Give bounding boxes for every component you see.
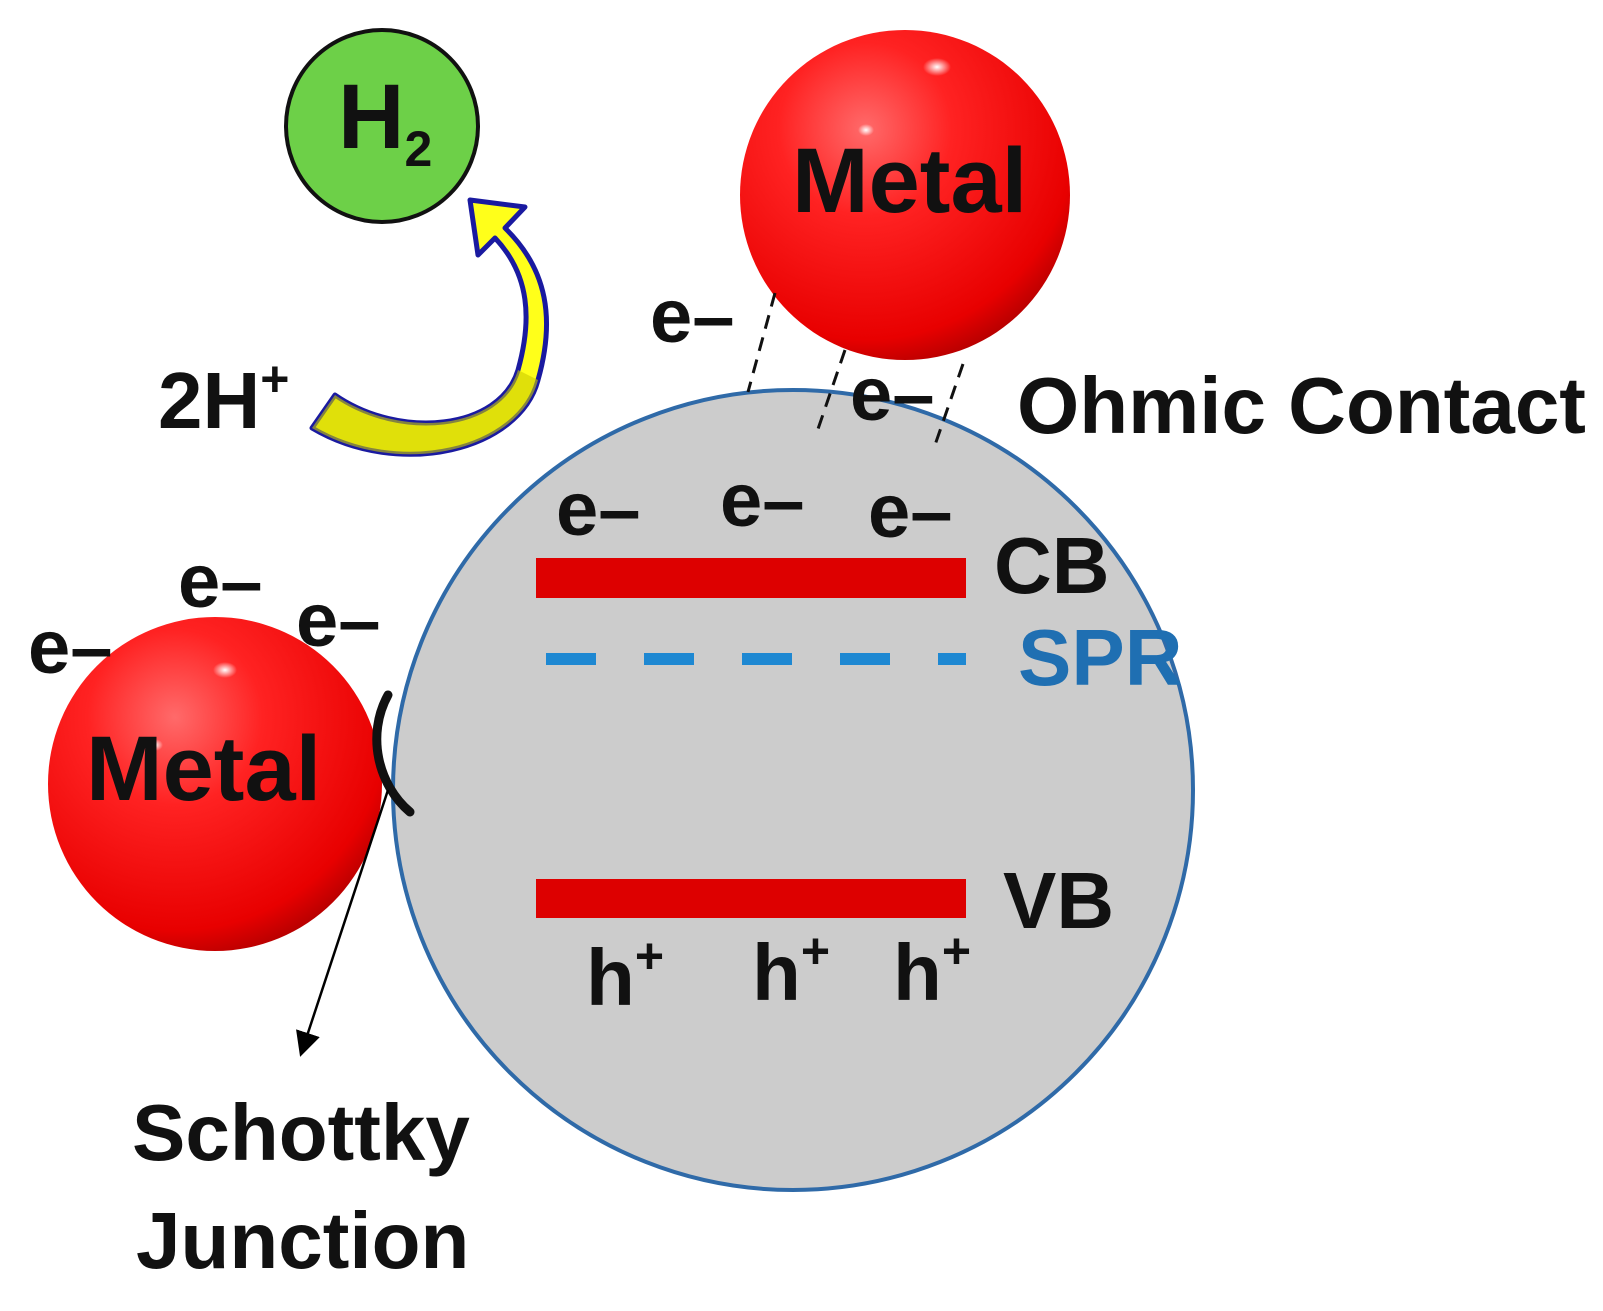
arrow-shading <box>312 370 538 455</box>
electron-left-3: e– <box>296 578 381 663</box>
metal-top-label: Metal <box>792 130 1027 232</box>
schottky-label-line1: Schottky <box>132 1088 470 1177</box>
vb-label: VB <box>1003 856 1114 945</box>
ohmic-contact-label: Ohmic Contact <box>1017 361 1586 450</box>
h2-label: H2 <box>338 66 432 177</box>
transfer-path-2 <box>815 349 847 433</box>
electron-cb-3: e– <box>868 469 953 554</box>
cb-label: CB <box>994 521 1110 610</box>
hole-3: h+ <box>893 923 971 1017</box>
electron-cb-1: e– <box>556 467 641 552</box>
transfer-path-3 <box>933 363 965 446</box>
electron-left-2: e– <box>178 539 263 624</box>
conduction-band <box>536 558 966 598</box>
h2-bubble <box>284 28 480 224</box>
metal-left-shine <box>213 662 237 678</box>
schottky-pointer-arrow <box>296 789 390 1057</box>
metal-top-shine-small <box>858 124 874 136</box>
electron-cb-2: e– <box>720 458 805 543</box>
schottky-arc <box>372 690 415 817</box>
metal-particle-left <box>48 617 382 951</box>
electron-ohmic-1: e– <box>650 274 735 359</box>
spr-label: SPR <box>1018 613 1183 702</box>
metal-left-shine-small <box>147 739 163 751</box>
hole-1: h+ <box>586 928 664 1022</box>
hole-2: h+ <box>752 923 830 1017</box>
schottky-label-line2: Junction <box>136 1196 469 1285</box>
transfer-path-1 <box>746 292 777 393</box>
electron-left-1: e– <box>28 605 113 690</box>
metal-particle-top <box>740 30 1070 360</box>
metal-top-shine <box>923 58 951 76</box>
electron-ohmic-2: e– <box>850 352 935 437</box>
metal-left-label: Metal <box>86 718 321 820</box>
proton-label: 2H+ <box>158 351 289 445</box>
valence-band <box>536 879 966 918</box>
